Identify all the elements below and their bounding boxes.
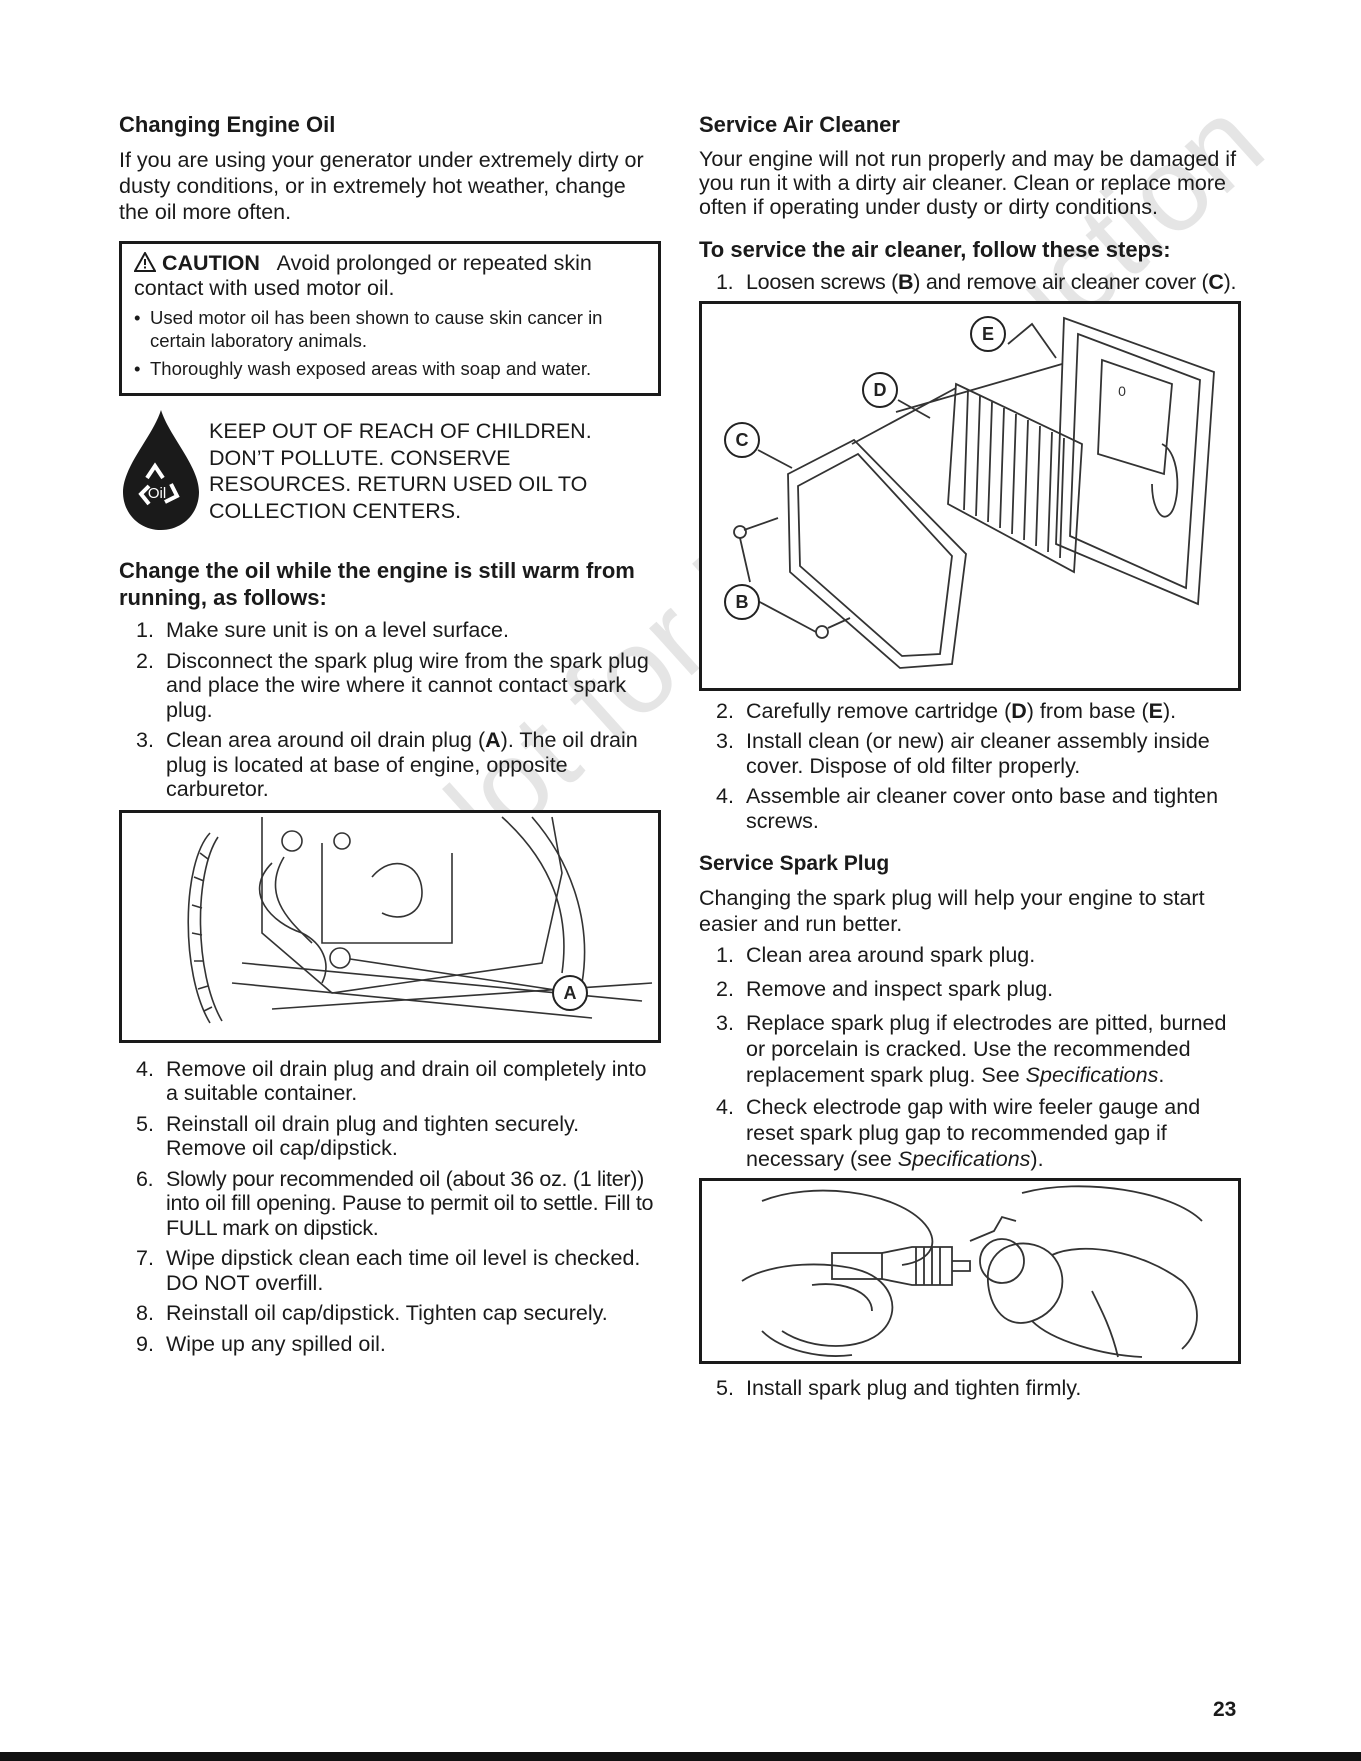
oil-drop-recycle-icon: Oil <box>119 408 203 532</box>
recycle-line: DON’T POLLUTE. CONSERVE <box>209 445 511 470</box>
recycle-text: KEEP OUT OF REACH OF CHILDREN. DON’T POL… <box>209 418 592 524</box>
oil-intro: If you are using your generator under ex… <box>119 148 644 225</box>
list-item: 4.Assemble air cleaner cover onto base a… <box>716 784 1219 833</box>
spark-steps-list: 1.Clean area around spark plug. 2.Remove… <box>699 943 1241 1172</box>
spark-plug-figure <box>699 1178 1241 1365</box>
caution-word: CAUTION <box>161 251 260 276</box>
air-cleaner-figure: E D C B 0 <box>699 300 1241 691</box>
list-item: 9.Wipe up any spilled oil. <box>136 1331 386 1356</box>
list-item: 5.Reinstall oil drain plug and tighten s… <box>136 1111 580 1161</box>
air-cleaner-intro: Your engine will not run properly and ma… <box>699 147 1237 220</box>
air-steps-list: 1.Loosen screws (B) and remove air clean… <box>699 270 1241 295</box>
list-item: 7.Wipe dipstick clean each time oil leve… <box>136 1246 641 1295</box>
oil-drop-label: Oil <box>148 485 166 502</box>
change-oil-heading: Change the oil while the engine is still… <box>119 558 635 611</box>
drain-plug-figure: A <box>119 809 661 1043</box>
warning-triangle-icon <box>133 251 162 275</box>
caution-bullets: Used motor oil has been shown to cause s… <box>134 306 646 380</box>
caution-bullet: Used motor oil has been shown to cause s… <box>134 306 646 352</box>
list-item: 4.Check electrode gap with wire feeler g… <box>716 1095 1201 1172</box>
list-item: 2.Carefully remove cartridge (D) from ba… <box>716 698 1177 723</box>
caution-text: Avoid prolonged or repeated skin contact… <box>134 251 592 301</box>
list-item: 2.Remove and inspect spark plug. <box>716 976 1054 1001</box>
bottom-rule <box>0 1752 1361 1761</box>
list-item: 8.Reinstall oil cap/dipstick. Tighten ca… <box>136 1301 608 1326</box>
list-item: 3.Install clean (or new) air cleaner ass… <box>716 729 1210 778</box>
figure-label-c: C <box>736 430 749 450</box>
spark-plug-intro: Changing the spark plug will help your e… <box>699 886 1205 937</box>
list-item: 1.Make sure unit is on a level surface. <box>136 618 509 643</box>
figure-label-o: 0 <box>1118 383 1126 399</box>
recycle-line: COLLECTION CENTERS. <box>209 498 462 523</box>
list-item: 1.Loosen screws (B) and remove air clean… <box>716 270 1237 295</box>
caution-box: CAUTION Avoid prolonged or repeated skin… <box>119 241 661 397</box>
page-number: 23 <box>1213 1698 1237 1721</box>
list-item: 6.Slowly pour recommended oil (about 36 … <box>136 1166 654 1240</box>
figure-label-b: B <box>736 592 749 612</box>
right-column: Service Air Cleaner Your engine will not… <box>699 112 1241 1407</box>
left-column: Changing Engine Oil If you are using you… <box>119 112 661 1362</box>
figure-label-a: A <box>564 983 577 1003</box>
figure-label-d: D <box>874 380 887 400</box>
spark-plug-title: Service Spark Plug <box>699 852 890 876</box>
list-item: 5.Install spark plug and tighten firmly. <box>716 1376 1082 1401</box>
recycle-notice: Oil KEEP OUT OF REACH OF CHILDREN. DON’T… <box>119 408 661 532</box>
list-item: 1.Clean area around spark plug. <box>716 943 1036 968</box>
oil-steps-list: 1.Make sure unit is on a level surface. … <box>119 618 661 802</box>
list-item: 4.Remove oil drain plug and drain oil co… <box>136 1056 647 1106</box>
list-item: 2.Disconnect the spark plug wire from th… <box>136 648 649 722</box>
air-steps-list-continued: 2.Carefully remove cartridge (D) from ba… <box>699 699 1241 834</box>
list-item: 3.Clean area around oil drain plug (A). … <box>136 728 638 802</box>
spark-steps-list-continued: 5.Install spark plug and tighten firmly. <box>699 1376 1241 1401</box>
caution-header: CAUTION Avoid prolonged or repeated skin… <box>133 251 646 301</box>
recycle-line: KEEP OUT OF REACH OF CHILDREN. <box>209 419 592 444</box>
oil-section-title: Changing Engine Oil <box>119 112 336 137</box>
recycle-line: RESOURCES. RETURN USED OIL TO <box>209 472 588 497</box>
list-item: 3.Replace spark plug if electrodes are p… <box>716 1011 1227 1088</box>
oil-steps-list-continued: 4.Remove oil drain plug and drain oil co… <box>119 1057 661 1357</box>
air-cleaner-steps-heading: To service the air cleaner, follow these… <box>699 237 1171 263</box>
caution-bullet: Thoroughly wash exposed areas with soap … <box>134 357 646 380</box>
air-cleaner-title: Service Air Cleaner <box>699 112 900 137</box>
figure-label-e: E <box>982 324 994 344</box>
